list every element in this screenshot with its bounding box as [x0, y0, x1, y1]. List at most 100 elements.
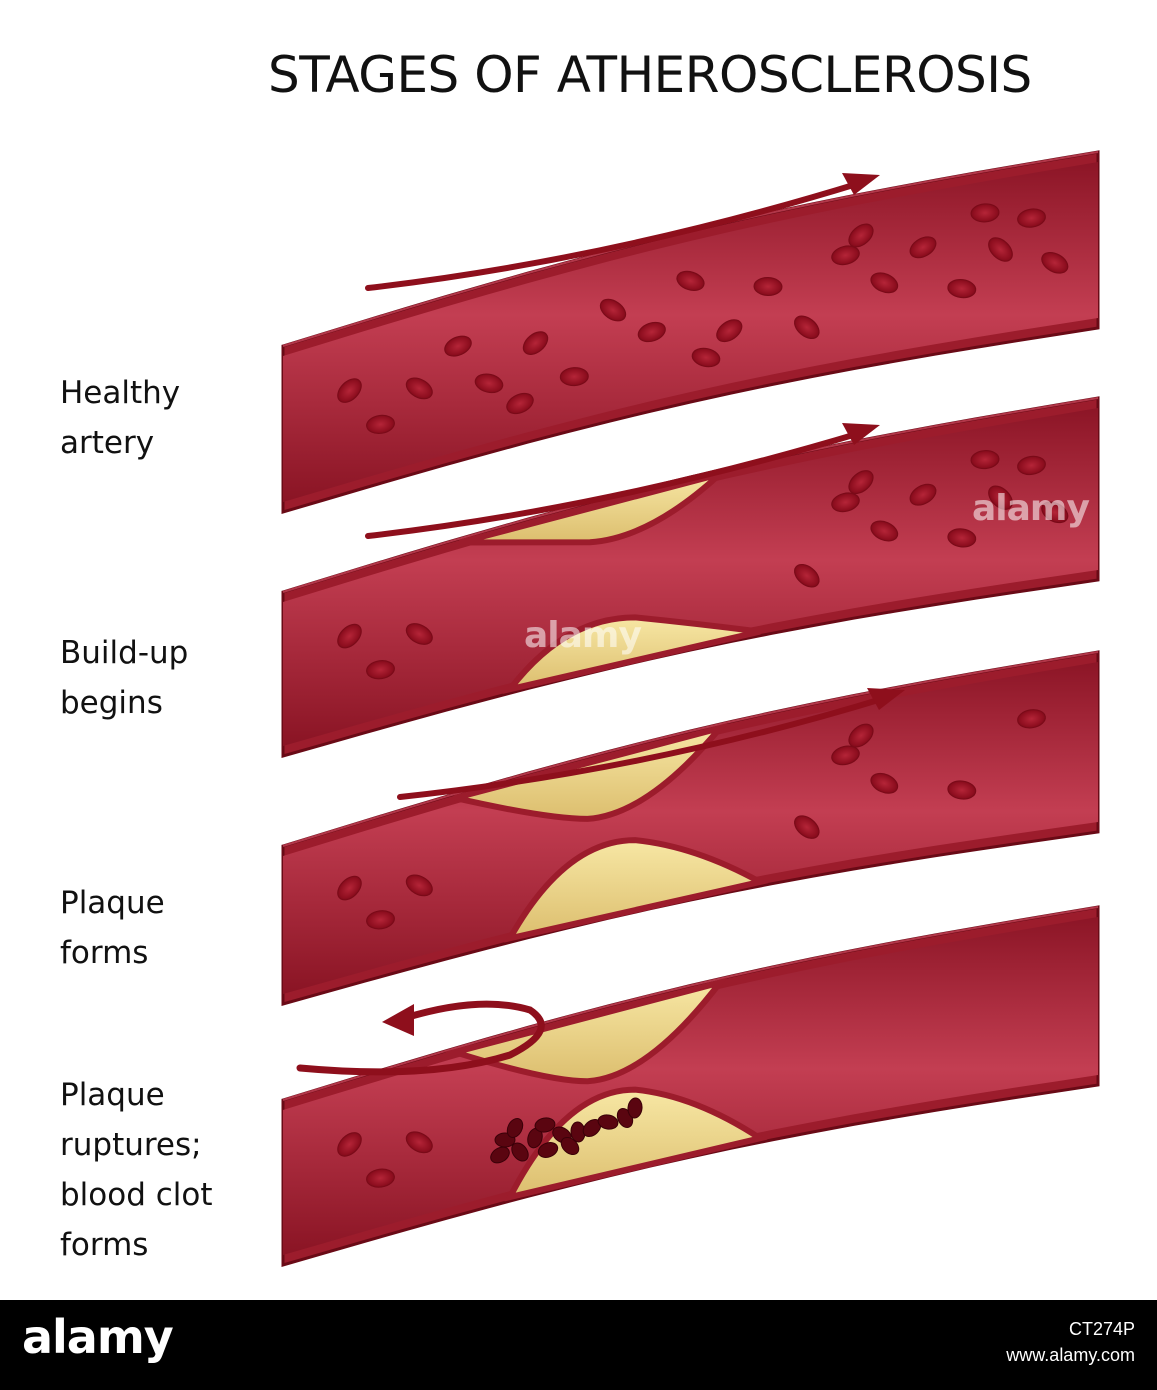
red-blood-cell — [831, 492, 860, 513]
red-blood-cell — [1017, 208, 1046, 228]
red-blood-cell — [909, 236, 937, 259]
artery-stage-3 — [281, 905, 1100, 1267]
stage-label-plaque-ruptures: Plaque ruptures; blood clot forms — [60, 1070, 213, 1270]
plaque-deposit-top — [454, 722, 729, 822]
blood-clot-cell — [627, 1097, 643, 1119]
watermark-logo: alamy — [972, 488, 1090, 529]
footer-logo: alamy — [22, 1310, 174, 1364]
artery-stage-1 — [281, 396, 1100, 758]
red-blood-cell — [366, 414, 395, 435]
red-blood-cell — [870, 272, 899, 294]
red-blood-cell — [848, 470, 874, 495]
red-blood-cell — [1041, 251, 1069, 274]
artery-lumen — [283, 162, 1098, 502]
red-blood-cell — [909, 483, 937, 506]
red-blood-cell — [794, 563, 820, 588]
red-blood-cell — [366, 660, 395, 680]
blood-clot-cell — [534, 1117, 556, 1133]
watermark-logo: alamy — [524, 615, 642, 656]
stage-label-line: begins — [60, 685, 163, 721]
plaque-deposit-bottom — [504, 1086, 768, 1202]
stage-label-build-up-begins: Build-up begins — [60, 628, 188, 728]
page-title: STAGES OF ATHEROSCLEROSIS — [268, 46, 1032, 104]
arrow-head — [842, 173, 880, 195]
blood-clot-cell — [597, 1114, 619, 1130]
stage-label-line: forms — [60, 935, 149, 971]
red-blood-cell — [522, 331, 549, 355]
artery-lumen — [283, 917, 1098, 1255]
red-blood-cell — [444, 335, 472, 357]
red-blood-cell — [676, 270, 705, 291]
red-blood-cell — [848, 723, 874, 748]
red-blood-cell — [794, 315, 820, 340]
red-blood-cell — [831, 745, 860, 766]
blood-clot-cell — [511, 1142, 529, 1162]
arrow-head — [867, 688, 905, 710]
artery-wall-highlight — [282, 906, 1099, 1101]
red-blood-cell — [337, 875, 362, 901]
artery-wall-highlight — [282, 651, 1099, 847]
red-blood-cell — [947, 528, 977, 548]
red-blood-cell — [870, 520, 899, 542]
artery-lumen — [283, 662, 1098, 994]
stage-label-line: blood clot — [60, 1177, 213, 1213]
footer-bar: alamy CT274P www.alamy.com — [0, 1300, 1157, 1390]
artery-stage-0 — [281, 150, 1100, 515]
artery-stage-2 — [281, 650, 1100, 1006]
blood-flow-arrow — [365, 180, 863, 291]
artery-diagram — [281, 150, 1100, 1267]
site-url: www.alamy.com — [1006, 1345, 1135, 1365]
red-blood-cell — [405, 377, 433, 400]
plaque-deposit-bottom — [504, 837, 769, 943]
red-blood-cell — [337, 623, 362, 649]
red-blood-cell — [405, 874, 433, 897]
red-blood-cell — [1017, 709, 1046, 729]
stage-label-line: Healthy — [60, 375, 181, 411]
arrow-head — [842, 423, 880, 445]
red-blood-cell — [474, 373, 504, 394]
red-blood-cell — [794, 815, 820, 839]
artery-lumen — [283, 408, 1098, 746]
blocked-flow-arrow — [296, 1000, 545, 1076]
stage-label-line: Plaque — [60, 885, 165, 921]
red-blood-cell — [870, 772, 899, 794]
red-blood-cell — [405, 623, 433, 645]
stage-label-line: Build-up — [60, 635, 189, 671]
red-blood-cell — [337, 1132, 362, 1157]
red-blood-cell — [1017, 455, 1046, 476]
red-blood-cell — [970, 203, 1000, 223]
plaque-deposit-top — [444, 977, 728, 1085]
blood-flow-arrow — [397, 695, 888, 800]
red-blood-cell — [970, 450, 1000, 470]
blood-flow-arrow — [365, 430, 863, 539]
red-blood-cell — [988, 485, 1013, 510]
red-blood-cell — [848, 223, 874, 248]
stage-label-plaque-forms: Plaque forms — [60, 878, 165, 978]
red-blood-cell — [753, 276, 783, 297]
footer-image-info: CT274P www.alamy.com — [1006, 1316, 1135, 1368]
image-id: CT274P — [1068, 1319, 1135, 1339]
red-blood-cell — [366, 910, 395, 930]
red-blood-cell — [559, 367, 589, 387]
blood-clot-cell — [506, 1118, 524, 1138]
red-blood-cell — [337, 378, 362, 403]
red-blood-cell — [1041, 501, 1069, 524]
red-blood-cell — [831, 245, 860, 266]
stage-label-line: artery — [60, 425, 155, 461]
red-blood-cell — [637, 321, 666, 343]
stage-label-line: forms — [60, 1227, 149, 1263]
red-blood-cell — [691, 347, 721, 368]
blood-clot-cell — [537, 1142, 559, 1158]
arrow-head — [382, 1004, 414, 1036]
red-blood-cell — [506, 392, 534, 415]
plaque-deposit-top — [459, 471, 723, 546]
red-blood-cell — [366, 1168, 395, 1188]
red-blood-cell — [716, 319, 743, 343]
blood-clot-cell — [560, 1136, 580, 1156]
stage-label-line: ruptures; — [60, 1127, 202, 1163]
red-blood-cell — [947, 780, 977, 800]
red-blood-cell — [405, 1131, 433, 1154]
stage-label-healthy-artery: Healthy artery — [60, 368, 180, 468]
red-blood-cell — [599, 298, 627, 322]
plaque-deposit-bottom — [502, 614, 761, 694]
